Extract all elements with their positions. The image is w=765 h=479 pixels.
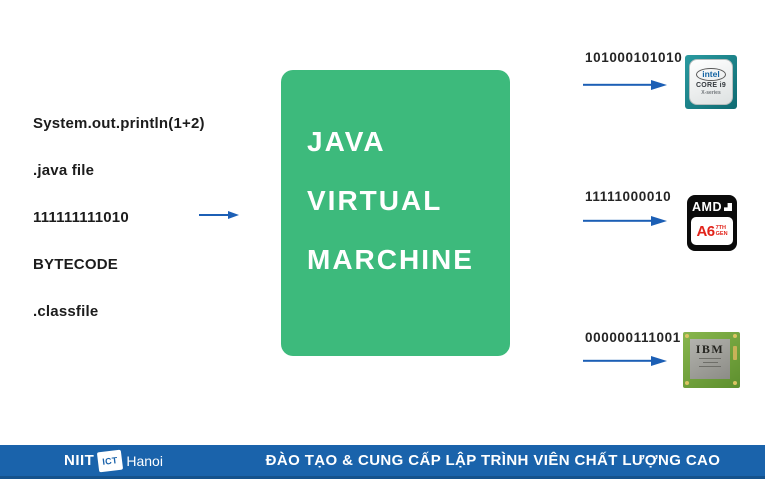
pcb-pad-dot [733, 381, 737, 385]
ibm-cpu-icon: IBM [683, 332, 740, 388]
ibm-fine-print-line [702, 361, 718, 363]
logo-hanoi-text: Hanoi [126, 452, 163, 469]
amd-arrow-logo-icon [723, 203, 732, 211]
arrow-shaft [199, 214, 231, 216]
arrow-head [651, 80, 667, 90]
arrow-shaft [583, 83, 653, 87]
java-file-label: .java file [33, 162, 95, 179]
ict-logo-text: ICT [102, 454, 119, 467]
jvm-line-machine: MARCHINE [307, 244, 474, 275]
machine-code-ibm: 000000111001 [585, 330, 681, 345]
machine-code-amd: 11111000010 [585, 189, 672, 204]
jvm-box: JAVA VIRTUAL MARCHINE [281, 70, 510, 356]
intel-logo: intel [696, 68, 726, 81]
amd-model-label: A6 [696, 222, 715, 240]
footer-slogan: ĐÀO TẠO & CUNG CẤP LẬP TRÌNH VIÊN CHẤT L… [265, 451, 721, 469]
bytecode-binary-label: 111111111010 [33, 209, 129, 226]
ibm-chip-die: IBM [690, 339, 730, 379]
pcb-connector [733, 346, 737, 360]
footer-bar: NIIT ICT Hanoi ĐÀO TẠO & CUNG CẤP LẬP TR… [0, 445, 765, 479]
arrow-shaft [583, 359, 653, 363]
bytecode-label: BYTECODE [33, 256, 118, 273]
amd-gen-top: 7TH [715, 225, 727, 231]
logo-niit-text: NIIT [64, 452, 95, 469]
arrow-right-icon [199, 209, 239, 221]
amd-badge-bottom: A6 7TH GEN [691, 217, 733, 245]
intel-core-i9-cpu-icon: intel CORE i9 X-series [685, 55, 737, 109]
ict-logo-icon: ICT [97, 449, 124, 472]
source-pipeline-list: System.out.println(1+2) .java file 11111… [33, 113, 205, 348]
intel-chip-face: intel CORE i9 X-series [689, 59, 733, 105]
niit-ict-hanoi-logo: NIIT ICT Hanoi [64, 445, 163, 476]
intel-model-label: CORE i9 [695, 82, 727, 89]
amd-logo: AMD [692, 200, 722, 214]
arrow-head [651, 356, 667, 366]
source-code-label: System.out.println(1+2) [33, 115, 205, 132]
jvm-line-virtual: VIRTUAL [307, 185, 443, 216]
amd-a6-7th-gen-cpu-icon: AMD A6 7TH GEN [687, 195, 737, 251]
ibm-fine-print-line [699, 365, 721, 367]
pcb-pad-dot [733, 334, 737, 338]
intel-series-label: X-series [701, 90, 721, 96]
arrow-head [651, 216, 667, 226]
classfile-label: .classfile [33, 303, 99, 320]
arrow-right-icon [583, 79, 667, 91]
arrow-head [228, 211, 239, 219]
output-row-amd: 11111000010 AMD A6 7TH GEN [583, 189, 743, 261]
arrow-right-icon [583, 215, 667, 227]
pcb-pad-dot [685, 334, 689, 338]
pcb-pad-dot [685, 381, 689, 385]
output-row-ibm: 000000111001 IBM [583, 330, 743, 402]
ibm-logo: IBM [695, 342, 725, 356]
machine-code-intel: 101000101010 [585, 50, 683, 65]
ibm-fine-print-line [699, 357, 721, 359]
amd-gen-bottom: GEN [715, 230, 728, 237]
arrow-right-icon [583, 355, 667, 367]
amd-gen-label: 7TH GEN [715, 225, 728, 237]
jvm-line-java: JAVA [307, 126, 386, 157]
arrow-shaft [583, 219, 653, 223]
output-row-intel: 101000101010 intel CORE i9 X-series [583, 50, 743, 122]
amd-badge-top: AMD [691, 197, 733, 217]
